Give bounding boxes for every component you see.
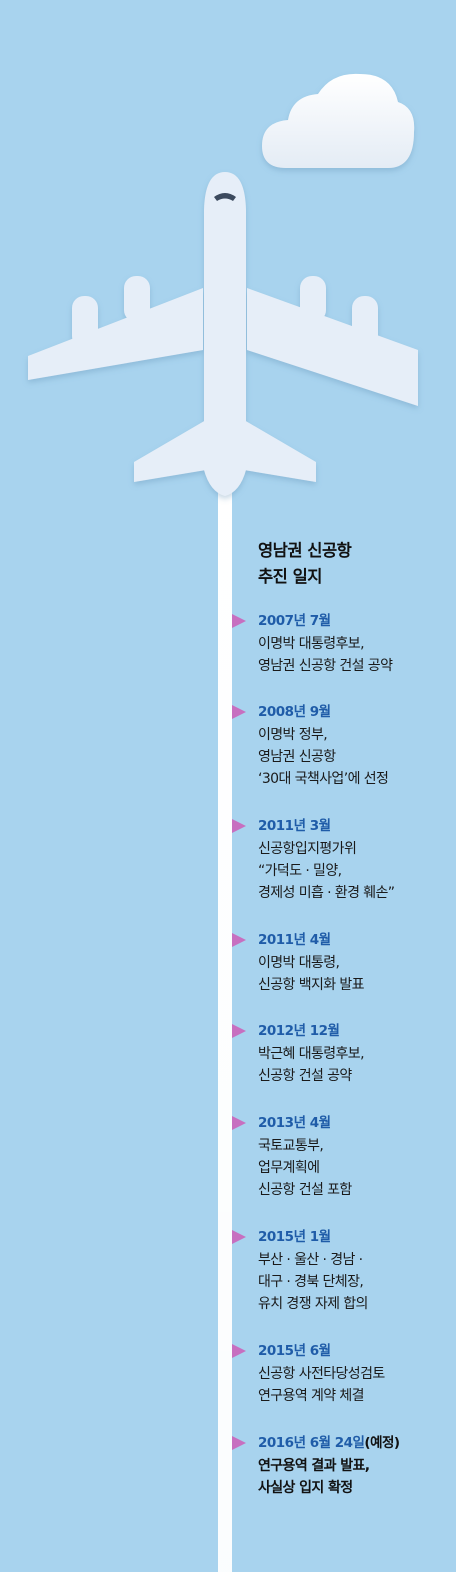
triangle-marker-icon bbox=[232, 614, 246, 628]
event-text: 이명박 대통령, bbox=[258, 955, 340, 971]
triangle-marker-icon bbox=[232, 1230, 246, 1244]
triangle-marker-icon bbox=[232, 1024, 246, 1038]
event-text: 대구 · 경북 단체장, bbox=[258, 1274, 364, 1290]
triangle-marker-icon bbox=[232, 819, 246, 833]
timeline-event: 2011년 3월 신공항입지평가위 “가덕도 · 밀양, 경제성 미흡 · 환경… bbox=[232, 817, 452, 904]
contrail bbox=[218, 440, 232, 1572]
timeline-event: 2015년 1월 부산 · 울산 · 경남 · 대구 · 경북 단체장, 유치 … bbox=[232, 1228, 452, 1315]
event-text: 업무계획에 bbox=[258, 1160, 320, 1176]
event-text: 영남권 신공항 건설 공약 bbox=[258, 658, 393, 674]
triangle-marker-icon bbox=[232, 933, 246, 947]
event-text: 신공항입지평가위 bbox=[258, 841, 357, 857]
event-text: ‘30대 국책사업’에 선정 bbox=[258, 771, 389, 787]
event-text: 영남권 신공항 bbox=[258, 749, 336, 765]
cockpit-window bbox=[214, 193, 236, 201]
event-date: 2007년 7월 bbox=[258, 613, 331, 629]
event-text: 연구용역 계약 체결 bbox=[258, 1388, 365, 1404]
timeline-event: 2008년 9월 이명박 정부, 영남권 신공항 ‘30대 국책사업’에 선정 bbox=[232, 703, 452, 790]
event-text: 이명박 대통령후보, bbox=[258, 636, 365, 652]
event-date: 2011년 3월 bbox=[258, 818, 331, 834]
triangle-marker-icon bbox=[232, 705, 246, 719]
event-text: 신공항 건설 공약 bbox=[258, 1068, 352, 1084]
timeline-title: 영남권 신공항 추진 일지 bbox=[258, 538, 448, 590]
triangle-marker-icon bbox=[232, 1344, 246, 1358]
event-text: 유치 경쟁 자제 합의 bbox=[258, 1296, 368, 1312]
event-text: 박근혜 대통령후보, bbox=[258, 1046, 365, 1062]
timeline-event: 2016년 6월 24일(예정) 연구용역 결과 발표, 사실상 입지 확정 bbox=[232, 1434, 452, 1499]
event-text: 국토교통부, bbox=[258, 1138, 324, 1154]
event-date: 2008년 9월 bbox=[258, 704, 331, 720]
event-text: 부산 · 울산 · 경남 · bbox=[258, 1252, 363, 1268]
event-text: “가덕도 · 밀양, bbox=[258, 863, 342, 879]
event-date: 2012년 12월 bbox=[258, 1023, 340, 1039]
event-text: 신공항 사전타당성검토 bbox=[258, 1366, 385, 1382]
timeline-event: 2011년 4월 이명박 대통령, 신공항 백지화 발표 bbox=[232, 931, 452, 996]
airplane-icon bbox=[28, 172, 418, 496]
title-line-1: 영남권 신공항 bbox=[258, 541, 352, 560]
event-text: 경제성 미흡 · 환경 훼손” bbox=[258, 885, 395, 901]
event-date: 2015년 6월 bbox=[258, 1343, 331, 1359]
event-date: 2016년 6월 24일(예정) bbox=[258, 1435, 400, 1451]
timeline-event: 2007년 7월 이명박 대통령후보, 영남권 신공항 건설 공약 bbox=[232, 612, 452, 677]
event-date: 2015년 1월 bbox=[258, 1229, 331, 1245]
title-line-2: 추진 일지 bbox=[258, 567, 322, 586]
event-text: 신공항 백지화 발표 bbox=[258, 977, 365, 993]
event-date: 2013년 4월 bbox=[258, 1115, 331, 1131]
triangle-marker-icon bbox=[232, 1436, 246, 1450]
event-text: 연구용역 결과 발표, bbox=[258, 1458, 370, 1474]
event-text: 신공항 건설 포함 bbox=[258, 1182, 352, 1198]
triangle-marker-icon bbox=[232, 1116, 246, 1130]
timeline-event: 2013년 4월 국토교통부, 업무계획에 신공항 건설 포함 bbox=[232, 1114, 452, 1201]
event-date: 2011년 4월 bbox=[258, 932, 331, 948]
cloud-icon bbox=[262, 73, 415, 168]
event-text: 이명박 정부, bbox=[258, 727, 328, 743]
event-text: 사실상 입지 확정 bbox=[258, 1480, 353, 1496]
timeline-event: 2015년 6월 신공항 사전타당성검토 연구용역 계약 체결 bbox=[232, 1342, 452, 1407]
event-date-suffix: (예정) bbox=[364, 1435, 400, 1451]
timeline-event: 2012년 12월 박근혜 대통령후보, 신공항 건설 공약 bbox=[232, 1022, 452, 1087]
